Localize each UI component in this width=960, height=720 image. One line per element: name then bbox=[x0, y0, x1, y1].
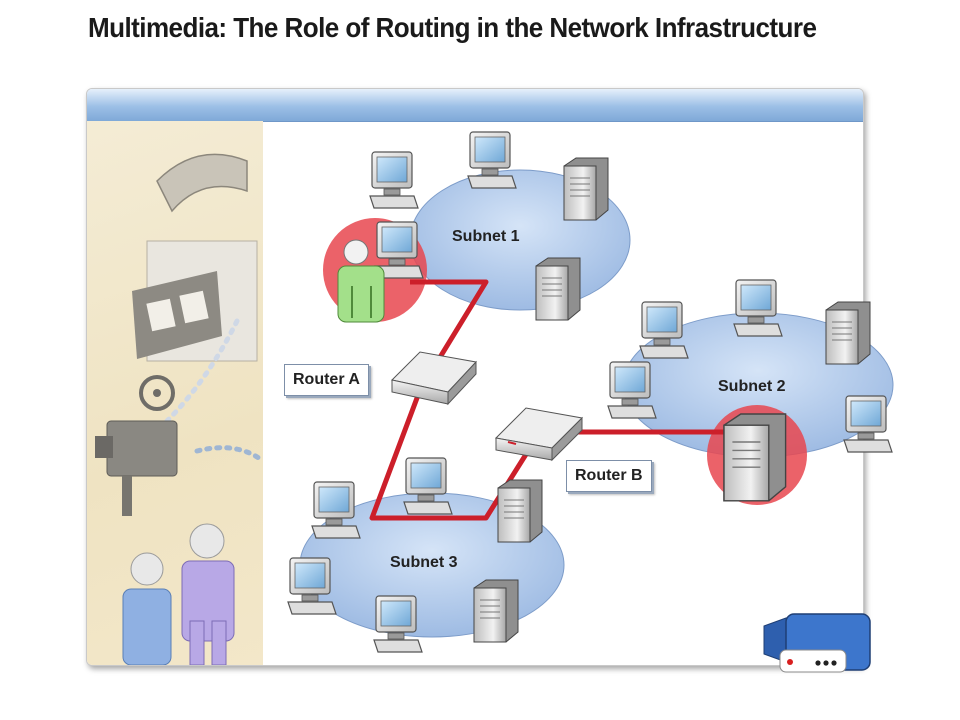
server-icon[interactable] bbox=[535, 257, 581, 321]
desktop-computer-icon[interactable] bbox=[843, 395, 893, 453]
desktop-computer-icon[interactable] bbox=[733, 279, 783, 337]
user-icon bbox=[122, 552, 172, 665]
router-a-label: Router A bbox=[284, 364, 369, 396]
router-a-icon[interactable] bbox=[390, 351, 477, 406]
server-icon[interactable] bbox=[473, 579, 519, 643]
desktop-computer-icon[interactable] bbox=[607, 361, 657, 419]
user-icon bbox=[181, 523, 235, 665]
router-b-label: Router B bbox=[566, 460, 652, 492]
multimedia-illustration bbox=[95, 153, 263, 665]
film-frames-icon bbox=[132, 271, 222, 359]
film-strip-icon bbox=[156, 153, 248, 213]
decorative-sidebar bbox=[87, 121, 263, 665]
server-icon[interactable] bbox=[825, 301, 871, 365]
desktop-computer-icon[interactable] bbox=[287, 557, 337, 615]
desktop-computer-icon[interactable] bbox=[467, 131, 517, 189]
router-b-icon[interactable] bbox=[494, 407, 584, 462]
subnet-1-label: Subnet 1 bbox=[452, 228, 520, 245]
user-icon bbox=[337, 239, 385, 323]
film-projector-icon bbox=[95, 375, 178, 516]
desktop-computer-icon[interactable] bbox=[369, 151, 419, 209]
subnet-2-label: Subnet 2 bbox=[718, 378, 786, 395]
desktop-computer-icon[interactable] bbox=[311, 481, 361, 539]
subnet-3-label: Subnet 3 bbox=[390, 554, 458, 571]
server-icon[interactable] bbox=[723, 413, 787, 502]
desktop-computer-icon[interactable] bbox=[373, 595, 423, 653]
video-camera-icon[interactable] bbox=[763, 613, 871, 673]
server-icon[interactable] bbox=[563, 157, 609, 221]
slide-title: Multimedia: The Role of Routing in the N… bbox=[88, 12, 817, 43]
desktop-computer-icon[interactable] bbox=[639, 301, 689, 359]
server-icon[interactable] bbox=[497, 479, 543, 543]
desktop-computer-icon[interactable] bbox=[403, 457, 453, 515]
panel-header-bar bbox=[87, 89, 863, 122]
